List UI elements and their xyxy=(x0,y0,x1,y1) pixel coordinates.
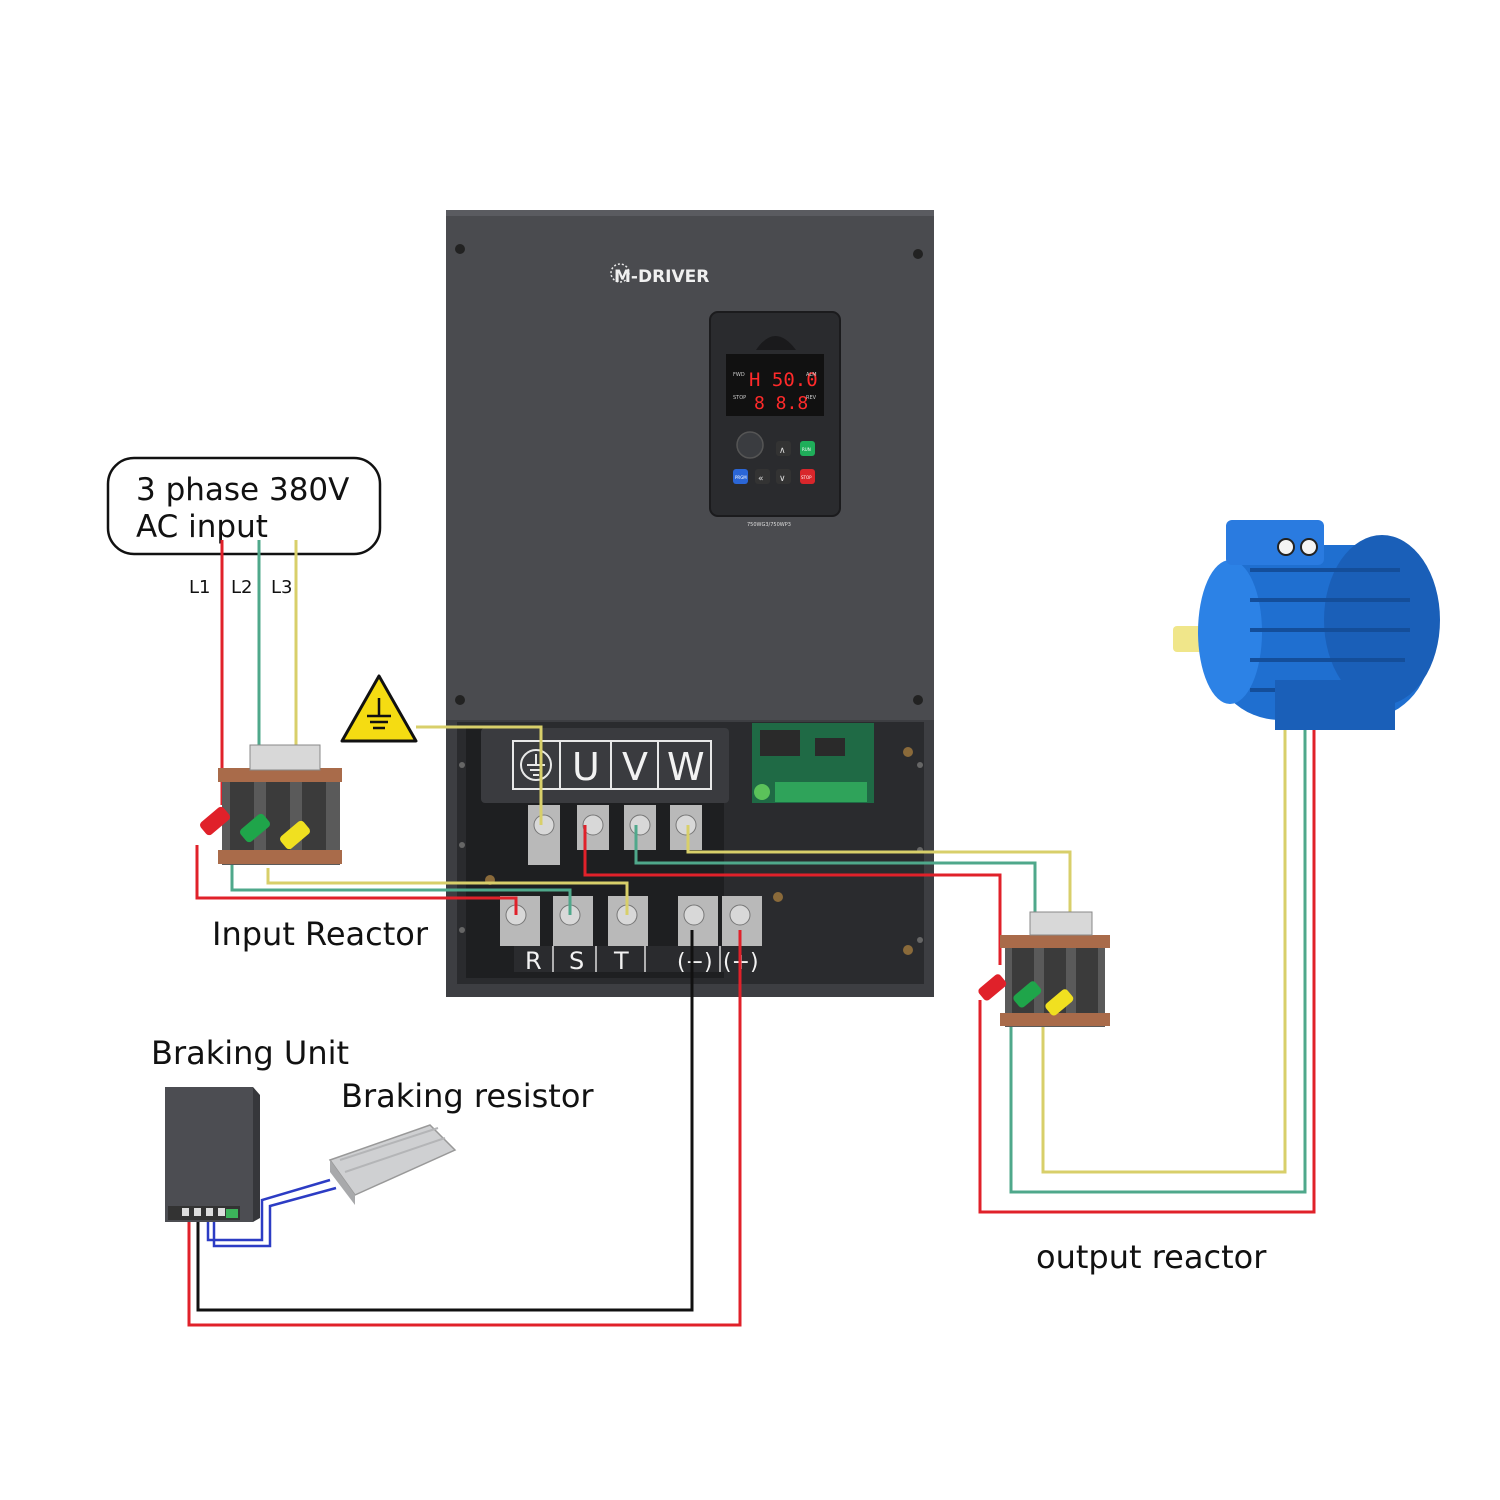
ground-warning-icon xyxy=(340,674,418,743)
prgm-button[interactable] xyxy=(733,469,748,484)
svg-text:PRGM: PRGM xyxy=(735,475,747,480)
led-rev-label: REV xyxy=(806,395,817,401)
svg-text:RUN: RUN xyxy=(802,447,811,452)
output-terminal-strip: U V W xyxy=(481,728,729,803)
keypad-panel: H 50.0 8 8.8 FWD ALM STOP REV ∧ RUN PRGM… xyxy=(709,311,841,528)
display-secondary: 8 8.8 xyxy=(754,393,808,414)
svg-text:∧: ∧ xyxy=(779,446,786,456)
wires xyxy=(187,540,1316,1327)
brand-name: M-DRIVER xyxy=(614,267,709,287)
vfd-drive: M-DRIVER H 50.0 8 8.8 FWD ALM STOP REV ∧… xyxy=(446,210,934,997)
led-stop-label: STOP xyxy=(733,395,746,401)
svg-text:«: « xyxy=(758,474,764,484)
output-reactor-label: output reactor xyxy=(1036,1238,1267,1276)
screw-icon xyxy=(913,695,923,705)
input-terminal-block: R S T (−) (+) xyxy=(500,896,764,975)
braking-resistor-label: Braking resistor xyxy=(341,1077,594,1115)
knob-icon[interactable] xyxy=(736,431,764,459)
terminal-v-label: V xyxy=(622,745,648,789)
control-board xyxy=(752,723,874,803)
ac-input-line1: 3 phase 380V xyxy=(136,472,349,508)
shift-button[interactable] xyxy=(755,469,770,484)
run-button[interactable] xyxy=(800,441,815,456)
input-reactor xyxy=(200,744,342,865)
phase-label-l3: L3 xyxy=(271,577,292,598)
input-reactor-label: Input Reactor xyxy=(212,915,429,953)
terminal-t-label: T xyxy=(613,947,629,975)
stop-button[interactable] xyxy=(800,469,815,484)
phase-label-l1: L1 xyxy=(189,577,210,598)
screw-icon xyxy=(455,244,465,254)
led-fwd-label: FWD xyxy=(733,372,745,378)
braking-resistor xyxy=(328,1124,457,1205)
motor-icon xyxy=(1173,520,1440,730)
ac-input-box: 3 phase 380V AC input xyxy=(106,456,382,556)
ac-input-line2: AC input xyxy=(136,509,268,545)
screw-icon xyxy=(455,695,465,705)
brand-logo: M-DRIVER xyxy=(610,263,709,287)
led-alm-label: ALM xyxy=(806,372,817,378)
terminal-r-label: R xyxy=(525,947,542,975)
terminal-u-label: U xyxy=(572,745,600,789)
svg-text:∨: ∨ xyxy=(779,474,786,484)
screw-icon xyxy=(913,249,923,259)
model-label: 750WG3/750WP3 xyxy=(747,522,791,528)
terminal-minus-label: (−) xyxy=(677,950,713,975)
down-button[interactable] xyxy=(776,469,791,484)
terminal-w-label: W xyxy=(667,745,705,789)
braking-unit-label: Braking Unit xyxy=(151,1034,349,1072)
output-terminal-block xyxy=(528,805,702,865)
output-reactor xyxy=(978,911,1110,1027)
display-frequency: H 50.0 xyxy=(749,369,818,391)
terminal-s-label: S xyxy=(569,947,584,975)
phase-label-l2: L2 xyxy=(231,577,252,598)
svg-text:STOP: STOP xyxy=(801,475,812,480)
ground-symbol-icon xyxy=(520,749,552,781)
up-button[interactable] xyxy=(776,441,791,456)
braking-unit xyxy=(165,1087,260,1222)
